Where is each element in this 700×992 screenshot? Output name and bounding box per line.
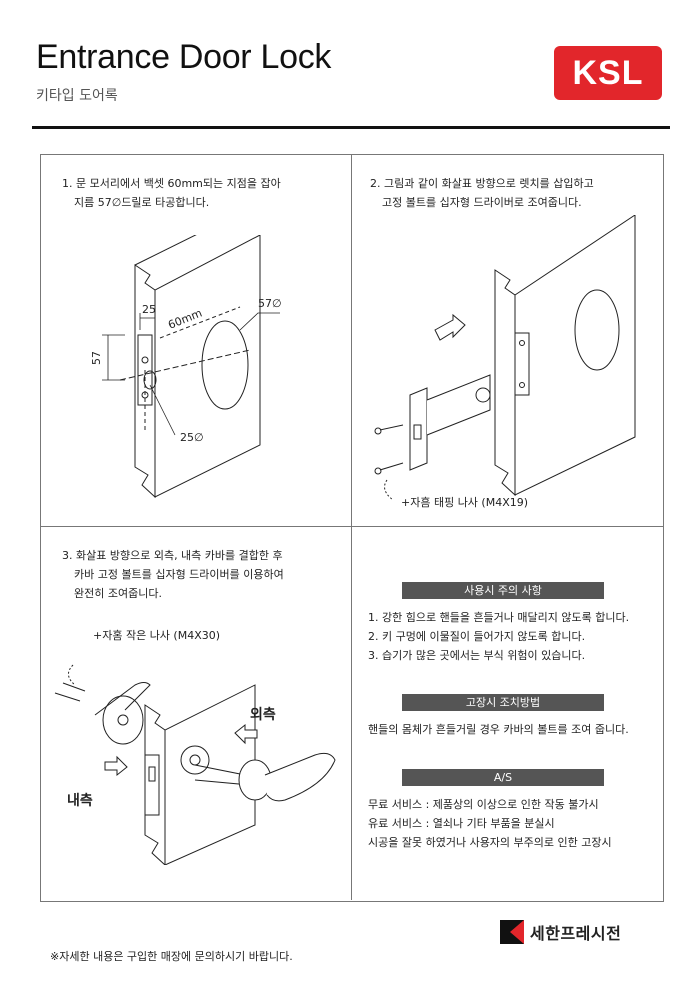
caution-item: 3. 습기가 많은 곳에서는 부식 위험이 있습니다. — [368, 649, 586, 662]
repair-text: 핸들의 몸체가 흔들거릴 경우 카바의 볼트를 조여 줍니다. — [368, 723, 629, 736]
page-title: Entrance Door Lock — [36, 38, 332, 76]
brand-mark-icon — [500, 920, 524, 944]
as-heading: A/S — [402, 769, 604, 786]
step1-dim-57-phi: 57∅ — [258, 297, 282, 310]
grid-divider-vertical — [351, 154, 352, 900]
step3-handle-diagram: +자홈 작은 나사 (M4X30) 외측 내측 — [54, 628, 336, 865]
step3-inside-label: 내측 — [67, 793, 93, 809]
instruction-grid — [40, 154, 664, 902]
step1-line1: 1. 문 모서리에서 백셋 60mm되는 지점을 잡아 — [62, 177, 281, 190]
caution-item: 1. 강한 힘으로 핸들을 흔들거나 매달리지 않도록 합니다. — [368, 611, 630, 624]
grid-divider-horizontal — [40, 526, 663, 527]
step3-line1: 3. 화살표 방향으로 외측, 내측 카바를 결합한 후 — [62, 549, 283, 562]
as-item: 시공을 잘못 하였거나 사용자의 부주의로 인한 고장시 — [368, 836, 612, 849]
header-divider — [32, 126, 670, 129]
step2-line1: 2. 그림과 같이 화살표 방향으로 렛치를 삽입하고 — [370, 177, 594, 190]
footer-note: ※자세한 내용은 구입한 매장에 문의하시기 바랍니다. — [50, 950, 293, 963]
step3-screw-label: +자홈 작은 나사 (M4X30) — [93, 628, 220, 642]
step2-latch-diagram: +자흠 태핑 나사 (M4X19) — [374, 215, 636, 509]
step1-drilling-diagram: 25 60mm 57 57∅ 25∅ — [90, 235, 282, 499]
step1-dim-57-side: 57 — [90, 351, 103, 365]
caution-heading: 사용시 주의 사항 — [402, 582, 604, 599]
step2-line2: 고정 볼트를 십자형 드라이버로 조여줍니다. — [382, 196, 582, 209]
page-subtitle: 키타입 도어록 — [36, 88, 118, 104]
step1-line2: 지름 57∅드릴로 타공합니다. — [74, 196, 210, 209]
repair-heading: 고장시 조치방법 — [402, 694, 604, 711]
step3-line3: 완전히 조여줍니다. — [74, 587, 162, 600]
step3-outside-label: 외측 — [250, 706, 276, 723]
brand-logo: 세한프레시전 — [500, 920, 621, 944]
step1-text: 1. 문 모서리에서 백셋 60mm되는 지점을 잡아 지름 57∅드릴로 타공… — [62, 174, 281, 212]
caution-list: 1. 강한 힘으로 핸들을 흔들거나 매달리지 않도록 합니다. 2. 키 구멍… — [368, 608, 629, 665]
step1-dim-25-top: 25 — [142, 303, 156, 316]
brand-name: 세한프레시전 — [530, 924, 622, 943]
ksl-logo: KSL — [554, 46, 662, 100]
as-list: 무료 서비스 : 제품상의 이상으로 인한 작동 불가시 유료 서비스 : 열쇠… — [368, 795, 612, 852]
step2-text: 2. 그림과 같이 화살표 방향으로 렛치를 삽입하고 고정 볼트를 십자형 드… — [370, 174, 594, 212]
as-item: 유료 서비스 : 열쇠나 기타 부품을 분실시 — [368, 817, 555, 830]
caution-item: 2. 키 구멍에 이물질이 들어가지 않도록 합니다. — [368, 630, 586, 643]
step1-dim-25-phi: 25∅ — [180, 431, 204, 444]
as-item: 무료 서비스 : 제품상의 이상으로 인한 작동 불가시 — [368, 798, 599, 811]
step3-text: 3. 화살표 방향으로 외측, 내측 카바를 결합한 후 카바 고정 볼트를 십… — [62, 546, 284, 603]
step2-screw-label: +자흠 태핑 나사 (M4X19) — [401, 495, 528, 509]
step3-line2: 카바 고정 볼트를 십자형 드라이버를 이용하여 — [74, 568, 284, 581]
